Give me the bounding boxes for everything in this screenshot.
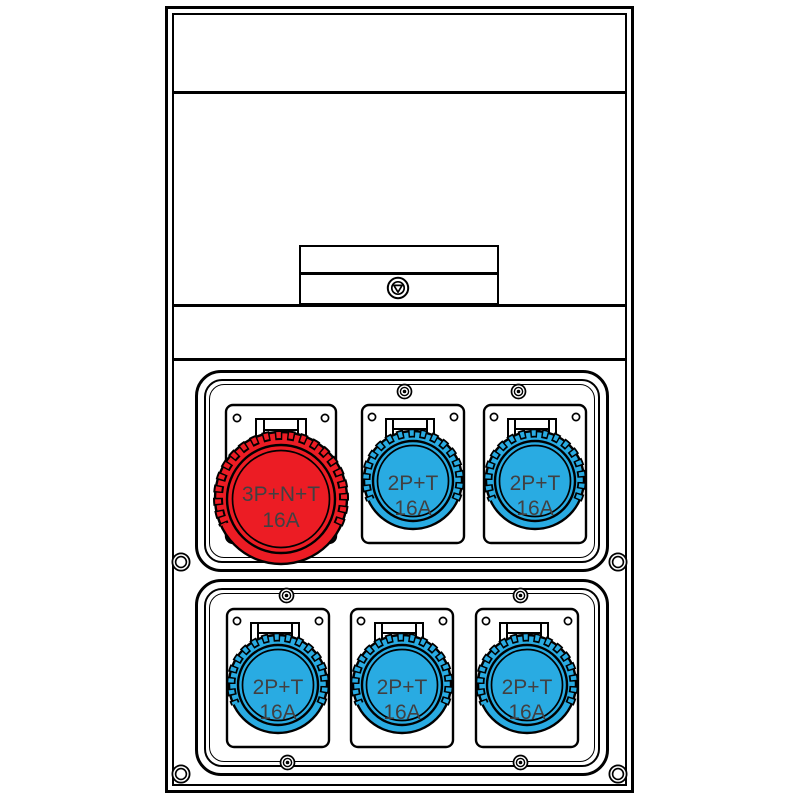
plate-screw-hole [571, 412, 581, 422]
enclosure-screw-icon [608, 552, 628, 572]
cover-screw-icon [386, 276, 410, 300]
screw-center-dot [285, 760, 290, 765]
panel-screw-icon [512, 754, 529, 771]
panel-screw-icon [279, 754, 296, 771]
socket-rating-label: 16A [259, 701, 296, 724]
socket-type-label: 2P+T [253, 676, 304, 699]
socket-rating-label: 16A [383, 701, 420, 724]
socket-type-label: 2P+T [388, 472, 439, 495]
lid-inner-line [231, 449, 331, 549]
grip-teeth-fill [215, 432, 347, 526]
enclosure-screw-icon [171, 764, 191, 784]
plate-screw-hole [320, 413, 330, 423]
cee-socket-red-16a: 3P+N+T 16A [213, 403, 349, 566]
grip-teeth-fill [228, 634, 328, 706]
cover-plate [299, 245, 499, 305]
body-divider-lower [172, 358, 627, 361]
screw-center-dot [518, 760, 523, 765]
socket-lid [360, 643, 444, 727]
body-divider-upper [172, 304, 627, 307]
lower-panel-gasket-border [209, 593, 595, 762]
socket-lid [225, 443, 337, 555]
plate-screw-hole [438, 616, 448, 626]
socket-rating-label: 16A [516, 497, 553, 520]
screw-center-dot [402, 389, 407, 394]
socket-lid [371, 439, 455, 523]
screw-triangle-drive [393, 284, 403, 294]
plate-screw-hole [314, 616, 324, 626]
panel-screw-icon [510, 383, 527, 400]
cee-socket-blue-16a: 2P+T 16A [349, 607, 455, 749]
plate-screw-hole [489, 412, 499, 422]
cee-socket-blue-16a: 2P+T 16A [360, 403, 466, 545]
lid-inner-line [241, 648, 315, 722]
plate-screw-hole [232, 413, 242, 423]
panel-screw-icon [396, 383, 413, 400]
lower-panel-inner-border [204, 588, 600, 767]
panel-screw-icon [512, 587, 529, 604]
cover-plate-seam [301, 272, 497, 275]
lower-socket-panel: 2P+T 16A 2P+T 16A [195, 579, 609, 776]
cee-socket-blue-16a: 2P+T 16A [482, 403, 588, 545]
enclosure-outer-frame [165, 6, 634, 793]
socket-type-label: 3P+N+T [242, 483, 320, 506]
grip-teeth-fill [477, 634, 577, 706]
screw-inner-ring [611, 767, 625, 781]
grip-teeth-fill [485, 430, 585, 502]
cee-socket-blue-16a: 2P+T 16A [474, 607, 580, 749]
screw-inner-ring [174, 555, 188, 569]
enclosure-screw-icon [608, 764, 628, 784]
panel-screw-icon [278, 587, 295, 604]
enclosure-inner-frame [172, 13, 627, 786]
plate-screw-hole [232, 616, 242, 626]
lid-inner-line [365, 648, 439, 722]
socket-rating-label: 16A [508, 701, 545, 724]
screw-center-dot [516, 389, 521, 394]
socket-lid [236, 643, 320, 727]
top-flange-divider [172, 91, 627, 94]
enclosure-screw-icon [171, 552, 191, 572]
grip-teeth-fill [352, 634, 452, 706]
socket-lid [493, 439, 577, 523]
lid-inner-line [498, 444, 572, 518]
socket-rating-label: 16A [262, 509, 299, 532]
screw-center-dot [518, 593, 523, 598]
socket-lid [485, 643, 569, 727]
socket-type-label: 2P+T [510, 472, 561, 495]
socket-type-label: 2P+T [502, 676, 553, 699]
plate-screw-hole [563, 616, 573, 626]
socket-type-label: 2P+T [377, 676, 428, 699]
plate-screw-hole [481, 616, 491, 626]
upper-socket-panel: 3P+N+T 16A 2P+T 16A [195, 370, 609, 572]
screw-center-dot [284, 593, 289, 598]
socket-rating-label: 16A [394, 497, 431, 520]
cee-socket-blue-16a: 2P+T 16A [225, 607, 331, 749]
plate-screw-hole [367, 412, 377, 422]
plate-screw-hole [449, 412, 459, 422]
plate-screw-hole [356, 616, 366, 626]
screw-inner-ring [174, 767, 188, 781]
screw-inner-ring [611, 555, 625, 569]
lid-inner-line [376, 444, 450, 518]
lid-inner-line [490, 648, 564, 722]
upper-panel-inner-border [204, 379, 600, 563]
grip-teeth-fill [363, 430, 463, 502]
